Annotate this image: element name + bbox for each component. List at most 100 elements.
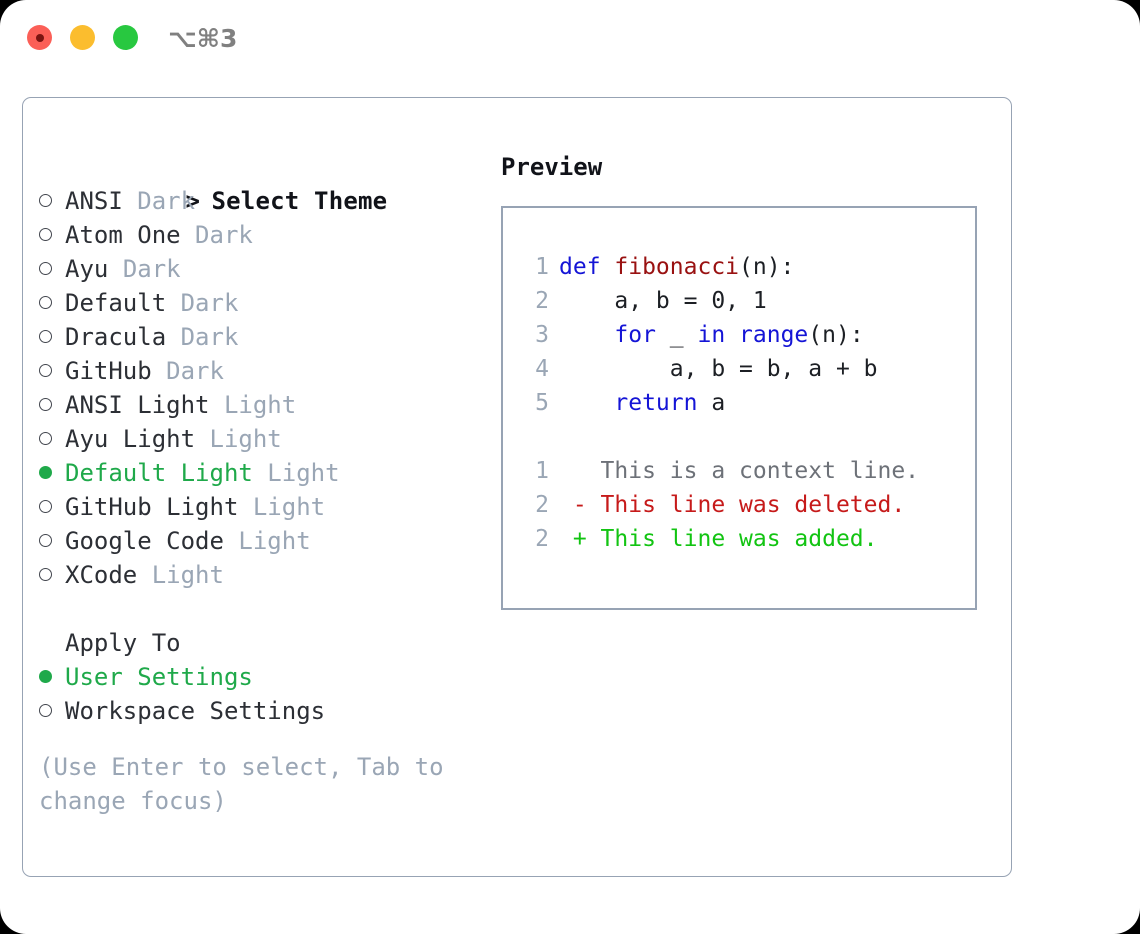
code-keyword: for <box>614 322 656 348</box>
line-number: 3 <box>535 322 549 348</box>
traffic-lights <box>27 25 138 50</box>
theme-variant-badge: Light <box>252 493 326 521</box>
theme-list-item[interactable]: GitHub Light Light <box>39 490 479 524</box>
theme-variant-badge: Dark <box>180 323 239 351</box>
diff-lines: 1 This is a context line.2 - This line w… <box>503 454 979 556</box>
radio-unselected-icon <box>39 558 65 592</box>
theme-variant-badge: Light <box>238 527 311 555</box>
apply-to-label: User Settings <box>65 663 253 691</box>
theme-name: ANSI Light <box>65 391 210 419</box>
theme-list-item[interactable]: Ayu Dark <box>39 252 479 286</box>
diff-line-text: - This line was deleted. <box>559 492 906 518</box>
code-text: a, b = b, a + b <box>559 356 878 382</box>
radio-unselected-icon <box>39 388 65 422</box>
theme-name: Default <box>65 289 167 317</box>
radio-unselected-icon <box>39 694 65 728</box>
theme-variant-badge: Dark <box>195 221 253 249</box>
theme-variant-badge: Dark <box>137 187 196 215</box>
theme-list-item[interactable]: GitHub Dark <box>39 354 479 388</box>
theme-list-item[interactable]: Default Light Light <box>39 456 479 490</box>
line-number: 2 <box>535 288 549 314</box>
radio-selected-icon <box>39 660 65 694</box>
code-line: 4 a, b = b, a + b <box>503 352 979 386</box>
theme-name: Google Code <box>65 527 224 555</box>
apply-to-option[interactable]: Workspace Settings <box>39 694 479 728</box>
select-theme-heading: > Select Theme <box>39 150 479 215</box>
theme-list-item[interactable]: Default Dark <box>39 286 479 320</box>
radio-unselected-icon <box>39 252 65 286</box>
theme-list-item[interactable]: Google Code Light <box>39 524 479 558</box>
code-line: 3 for _ in range(n): <box>503 318 979 352</box>
theme-list-item[interactable]: ANSI Dark <box>39 184 479 218</box>
code-text: (n): <box>808 322 864 348</box>
theme-name: Atom One <box>65 221 181 249</box>
heading-marker: > <box>185 187 201 215</box>
diff-line-text: This is a context line. <box>559 458 920 484</box>
zoom-button-icon[interactable] <box>113 25 138 50</box>
keyboard-shortcut-label: ⌥⌘3 <box>168 24 238 53</box>
theme-name: Ayu Light <box>65 425 196 453</box>
code-diff-separator <box>503 420 979 454</box>
preview-title: Preview <box>501 153 603 181</box>
diff-line-number: 1 <box>535 458 549 484</box>
line-number: 1 <box>535 254 549 280</box>
theme-list-item[interactable]: Atom One Dark <box>39 218 479 252</box>
heading-label: Select Theme <box>211 187 388 215</box>
code-text <box>725 322 739 348</box>
diff-line-number: 2 <box>535 492 549 518</box>
minimize-button-icon[interactable] <box>70 25 95 50</box>
apply-to-option[interactable]: User Settings <box>39 660 479 694</box>
theme-variant-badge: Light <box>209 425 282 453</box>
code-text <box>559 390 614 416</box>
apply-to-title: Apply To <box>65 629 181 657</box>
diff-line: 2 - This line was deleted. <box>503 488 979 522</box>
radio-unselected-icon <box>39 286 65 320</box>
theme-variant-badge: Dark <box>122 255 181 283</box>
code-keyword: range <box>739 322 809 348</box>
line-number: 4 <box>535 356 549 382</box>
diff-line-text: + This line was added. <box>559 526 878 552</box>
radio-unselected-icon <box>39 524 65 558</box>
theme-list-item[interactable]: Dracula Dark <box>39 320 479 354</box>
list-spacer <box>39 592 479 626</box>
theme-list-item[interactable]: Ayu Light Light <box>39 422 479 456</box>
code-text: (n): <box>739 254 795 280</box>
theme-name: Ayu <box>65 255 109 283</box>
theme-name: Default Light <box>65 459 253 487</box>
theme-list-item[interactable]: ANSI Light Light <box>39 388 479 422</box>
theme-variant-badge: Light <box>223 391 297 419</box>
theme-variant-badge: Dark <box>180 289 239 317</box>
code-text: _ <box>655 322 698 348</box>
theme-name: ANSI <box>65 187 123 215</box>
radio-unselected-icon <box>39 218 65 252</box>
radio-unselected-icon <box>39 490 65 524</box>
close-button-icon[interactable] <box>27 25 52 50</box>
radio-unselected-icon <box>39 354 65 388</box>
radio-unselected-icon <box>39 184 65 218</box>
theme-name: GitHub <box>65 357 152 385</box>
theme-list-item[interactable]: XCode Light <box>39 558 479 592</box>
code-line: 1 def fibonacci(n): <box>503 250 979 284</box>
code-keyword: in <box>697 322 726 348</box>
apply-to-label: Workspace Settings <box>65 697 326 725</box>
radio-unselected-icon <box>39 422 65 456</box>
code-text: a, b = 0, 1 <box>559 288 767 314</box>
code-text: a <box>697 390 726 416</box>
line-number: 5 <box>535 390 549 416</box>
diff-line: 1 This is a context line. <box>503 454 979 488</box>
title-bar: ⌥⌘3 <box>0 0 1140 78</box>
code-line: 2 a, b = 0, 1 <box>503 284 979 318</box>
code-keyword: def <box>559 254 615 280</box>
keyboard-hint-text: (Use Enter to select, Tab to change focu… <box>39 753 444 815</box>
theme-variant-badge: Light <box>267 459 340 487</box>
theme-name: XCode <box>65 561 138 589</box>
diff-line-number: 2 <box>535 526 549 552</box>
code-function-name: fibonacci <box>614 254 740 280</box>
